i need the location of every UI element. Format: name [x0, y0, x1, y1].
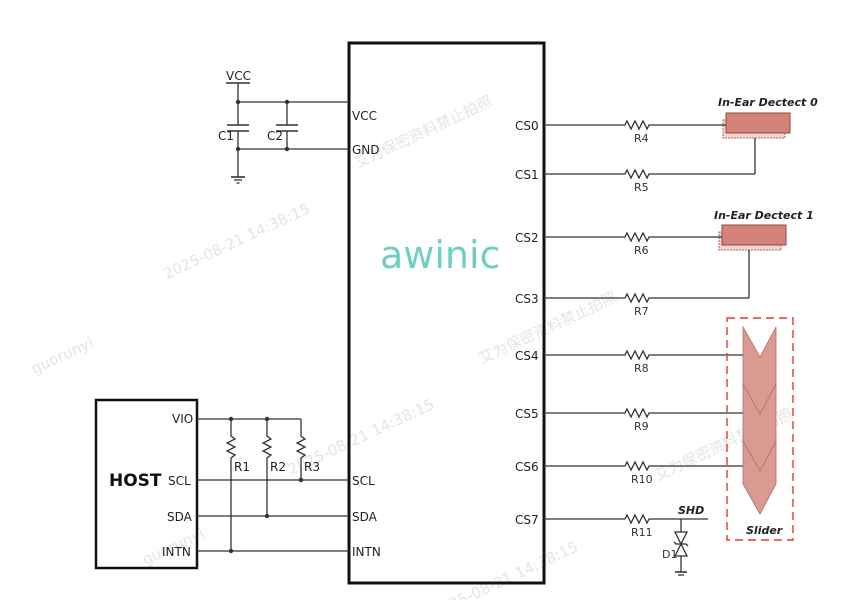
- r6-label: R6: [634, 244, 649, 257]
- host-pin-sda: SDA: [167, 510, 193, 524]
- pin-cs0: CS0: [515, 119, 539, 133]
- r10-label: R10: [631, 473, 653, 486]
- resistor-r8: [544, 349, 655, 361]
- chip-body: [347, 41, 546, 585]
- tvs-diode-icon: [673, 531, 689, 557]
- pin-cs3: CS3: [515, 292, 539, 306]
- r1-label: R1: [234, 460, 250, 474]
- c1-label: C1: [218, 129, 234, 143]
- host-pin-vio: VIO: [172, 412, 193, 426]
- resistor-r7: [544, 292, 655, 304]
- host-label: HOST: [109, 471, 162, 491]
- pin-intn: INTN: [352, 545, 381, 559]
- resistor-r5: [544, 168, 655, 180]
- resistor-r11: [544, 513, 655, 525]
- pin-scl: SCL: [352, 474, 375, 488]
- resistor-r9: [544, 407, 655, 419]
- pin-cs6: CS6: [515, 460, 539, 474]
- in-ear-1-label: In-Ear Dectect 1: [714, 209, 814, 222]
- r5-label: R5: [634, 181, 649, 194]
- r2-label: R2: [270, 460, 286, 474]
- resistor-r4: [544, 119, 655, 131]
- d1-label: D1: [662, 548, 677, 561]
- pin-cs1: CS1: [515, 168, 539, 182]
- r11-label: R11: [631, 526, 653, 539]
- resistor-r10: [544, 460, 655, 472]
- r1-symbol: [225, 419, 237, 551]
- slider-electrode: [742, 325, 777, 515]
- pin-cs4: CS4: [515, 349, 539, 363]
- c2-label: C2: [267, 129, 283, 143]
- in-ear-electrode-0: [722, 112, 791, 139]
- watermark-text: 艾为保密资料禁止拍照: [476, 288, 620, 368]
- r7-label: R7: [634, 305, 649, 318]
- slider-boundary: [726, 317, 794, 541]
- pin-vcc: VCC: [352, 109, 377, 123]
- slider-label: Slider: [746, 524, 783, 537]
- watermark-text: guorunyi: [28, 333, 96, 377]
- host-pin-intn: INTN: [162, 545, 191, 559]
- r4-label: R4: [634, 132, 649, 145]
- in-ear-0-label: In-Ear Dectect 0: [718, 96, 818, 109]
- watermark-text: 2025-08-21 14:38:15: [161, 199, 313, 283]
- pin-gnd: GND: [352, 143, 380, 157]
- pin-cs7: CS7: [515, 513, 539, 527]
- shd-label: SHD: [678, 504, 704, 517]
- resistor-r6: [544, 231, 655, 243]
- r9-label: R9: [634, 420, 649, 433]
- pin-cs5: CS5: [515, 407, 539, 421]
- r3-label: R3: [304, 460, 320, 474]
- host-pin-scl: SCL: [168, 474, 191, 488]
- r3-symbol: [295, 419, 307, 480]
- vcc-supply-label: VCC: [226, 69, 251, 83]
- awinic-logo: awinic: [380, 233, 500, 277]
- host-block: [94, 398, 199, 570]
- r8-label: R8: [634, 362, 649, 375]
- in-ear-electrode-1: [718, 224, 787, 251]
- pin-cs2: CS2: [515, 231, 539, 245]
- r2-symbol: [261, 419, 273, 516]
- watermark-text: 艾为保密资料禁止拍照: [352, 92, 496, 172]
- watermark-text: 2025-08-21 14:38:15: [429, 538, 581, 600]
- pin-sda: SDA: [352, 510, 378, 524]
